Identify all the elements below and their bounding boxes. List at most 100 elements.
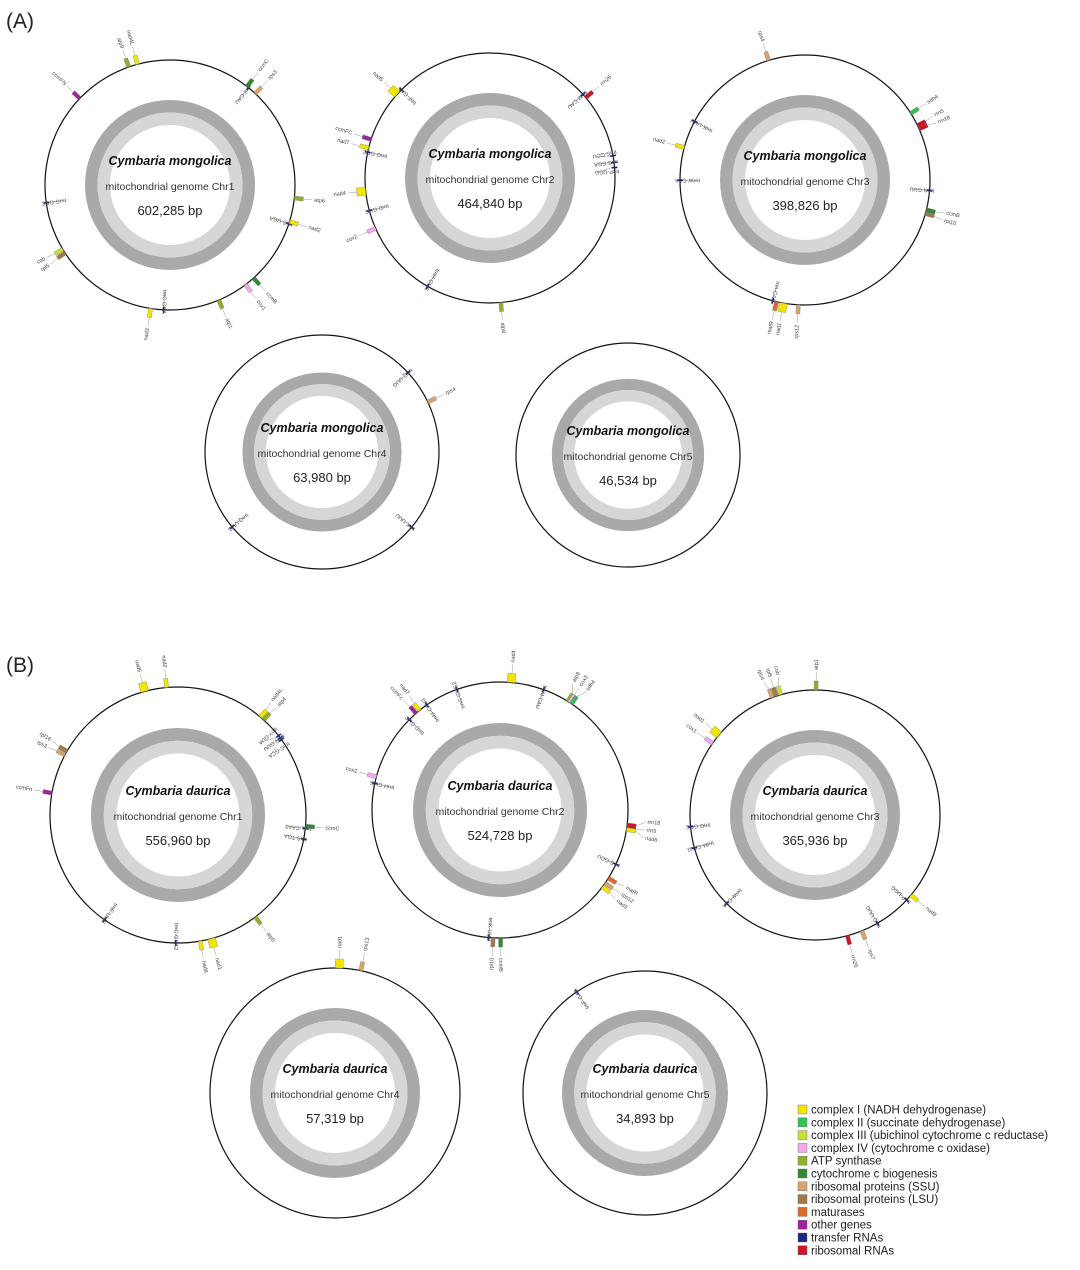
genome-length: 57,319 bp xyxy=(306,1111,364,1126)
gene-label-group: sdh4 xyxy=(585,679,597,692)
gene-label: trnG-GUG2 xyxy=(452,681,467,710)
panel-label-b: (B) xyxy=(6,654,34,677)
gene-rps7: rps7 xyxy=(859,929,876,961)
gene-rps4: rps4 xyxy=(426,387,457,405)
gene-rpl10: rpl10 xyxy=(489,937,496,970)
gene-mark-group xyxy=(709,725,722,739)
gene-label-group: trnG-GCC xyxy=(362,148,387,159)
legend-swatch xyxy=(797,1104,808,1115)
gene-cob: cob xyxy=(772,666,783,696)
gene-mark xyxy=(405,369,411,376)
gene-label: trnK-UUU xyxy=(690,117,714,133)
gene-label: nad2 xyxy=(652,137,665,146)
gene-label: trnQ-UUG xyxy=(226,512,249,532)
legend-label: complex IV (cytochrome c oxidase) xyxy=(811,1143,990,1155)
genome-length: 46,534 bp xyxy=(599,473,657,488)
gene-sdh4: sdh4 xyxy=(909,94,940,116)
label-leader xyxy=(925,115,934,122)
label-leader xyxy=(409,695,415,704)
gene-mark xyxy=(425,283,430,290)
genome-circle xyxy=(49,686,307,944)
gene-label: cox1 xyxy=(685,723,698,735)
gene-mark xyxy=(361,134,372,142)
gene-ccmFC: ccmFC xyxy=(334,126,372,142)
gene-matR: matR xyxy=(766,301,779,335)
gc-inner-ring xyxy=(254,384,390,520)
gene-label-group: trnH-GUG xyxy=(370,779,395,790)
gene-label-group: nad4 xyxy=(333,191,346,198)
gene-mark xyxy=(771,297,775,304)
gene-mark-group xyxy=(123,57,131,68)
gene-label: ccmB xyxy=(497,958,503,972)
gene-label: rpl5 xyxy=(764,668,773,679)
gc-inner-ring xyxy=(97,112,243,258)
gene-label-group: cox2 xyxy=(346,234,359,244)
gene-label-group: rpl5 xyxy=(40,263,51,273)
gene-label-group: trnN-GUU xyxy=(909,185,934,193)
gene-label: rrn26 xyxy=(599,74,613,87)
label-leader xyxy=(697,842,712,848)
gene-mark xyxy=(859,929,868,941)
gene-mark-group xyxy=(487,934,490,941)
gene-atp9: atp9 xyxy=(253,915,276,944)
gene-mark-group xyxy=(305,824,315,830)
legend-item-IV: complex IV (cytochrome c oxidase) xyxy=(797,1143,990,1155)
label-leader xyxy=(917,900,925,907)
gene-mark-group xyxy=(359,143,370,151)
gene-mark-group xyxy=(398,86,405,93)
gene-label-group: ccmC xyxy=(257,58,270,73)
gene-label: rrn5 xyxy=(646,828,657,835)
gene-mark-group xyxy=(541,686,546,693)
label-leader xyxy=(260,737,277,743)
gene-label-group: trnG-GCC xyxy=(41,197,66,206)
gene-label-group: rps4 xyxy=(756,30,765,42)
gene-mark xyxy=(398,86,405,93)
gene-mark xyxy=(687,825,694,828)
gene-label: atp1 xyxy=(223,318,233,330)
gene-mark xyxy=(580,91,586,97)
gene-mark xyxy=(703,736,714,746)
gene-mark-group xyxy=(498,937,503,948)
legend-swatch xyxy=(797,1219,808,1230)
gene-label-group: trnS-TGA xyxy=(283,832,307,842)
gene-label-group: atp1 xyxy=(223,318,233,330)
label-leader xyxy=(46,253,56,258)
label-leader xyxy=(132,46,136,56)
gene-mark xyxy=(42,789,53,796)
gene-mark-group xyxy=(903,897,910,903)
chromosome-subtitle: mitochondrial genome Chr2 xyxy=(426,174,555,186)
gene-label-group: nad1 xyxy=(213,957,222,970)
legend-label: maturases xyxy=(811,1207,865,1219)
gene-mark-group xyxy=(162,306,165,313)
gene-mark-group xyxy=(71,90,82,101)
gene-mark xyxy=(174,939,177,946)
gene-label: trnK-UUU xyxy=(485,917,493,941)
gene-mark xyxy=(406,716,413,723)
gene-trnC-GCA: trnC-GCA xyxy=(160,290,167,315)
label-leader xyxy=(353,133,363,137)
gene-label: ccmC xyxy=(257,58,270,73)
gene-rps3: rps3 xyxy=(35,740,67,757)
species-name: Cymbaria mongolica xyxy=(744,149,867,163)
label-leader xyxy=(34,789,44,792)
genome-length: 556,960 bp xyxy=(145,833,210,848)
legend-item-III: complex III (ubichinol cytochrome c redu… xyxy=(797,1130,1048,1142)
legend-label: complex I (NADH dehydrogenase) xyxy=(811,1105,986,1117)
legend-swatch xyxy=(797,1155,808,1166)
gene-mark xyxy=(364,150,371,154)
label-leader xyxy=(260,924,267,932)
gene-label-group: trnL-CAA3 xyxy=(285,823,311,832)
gene-label-group: atp8 xyxy=(499,322,506,333)
gene-mark xyxy=(424,701,430,708)
label-leader xyxy=(864,939,869,948)
gene-nad6: nad6 xyxy=(198,940,208,973)
gene-label: trnG-GCC xyxy=(362,148,387,159)
chromosome-subtitle: mitochondrial genome Chr1 xyxy=(114,811,243,823)
gene-label: nad6 xyxy=(645,836,658,844)
gene-mark-group xyxy=(691,119,698,124)
gene-cob: cob xyxy=(36,247,64,266)
legend-label: complex III (ubichinol cytochrome c redu… xyxy=(811,1130,1048,1142)
gene-trnH-GUG: trnH-GUG xyxy=(370,779,395,790)
